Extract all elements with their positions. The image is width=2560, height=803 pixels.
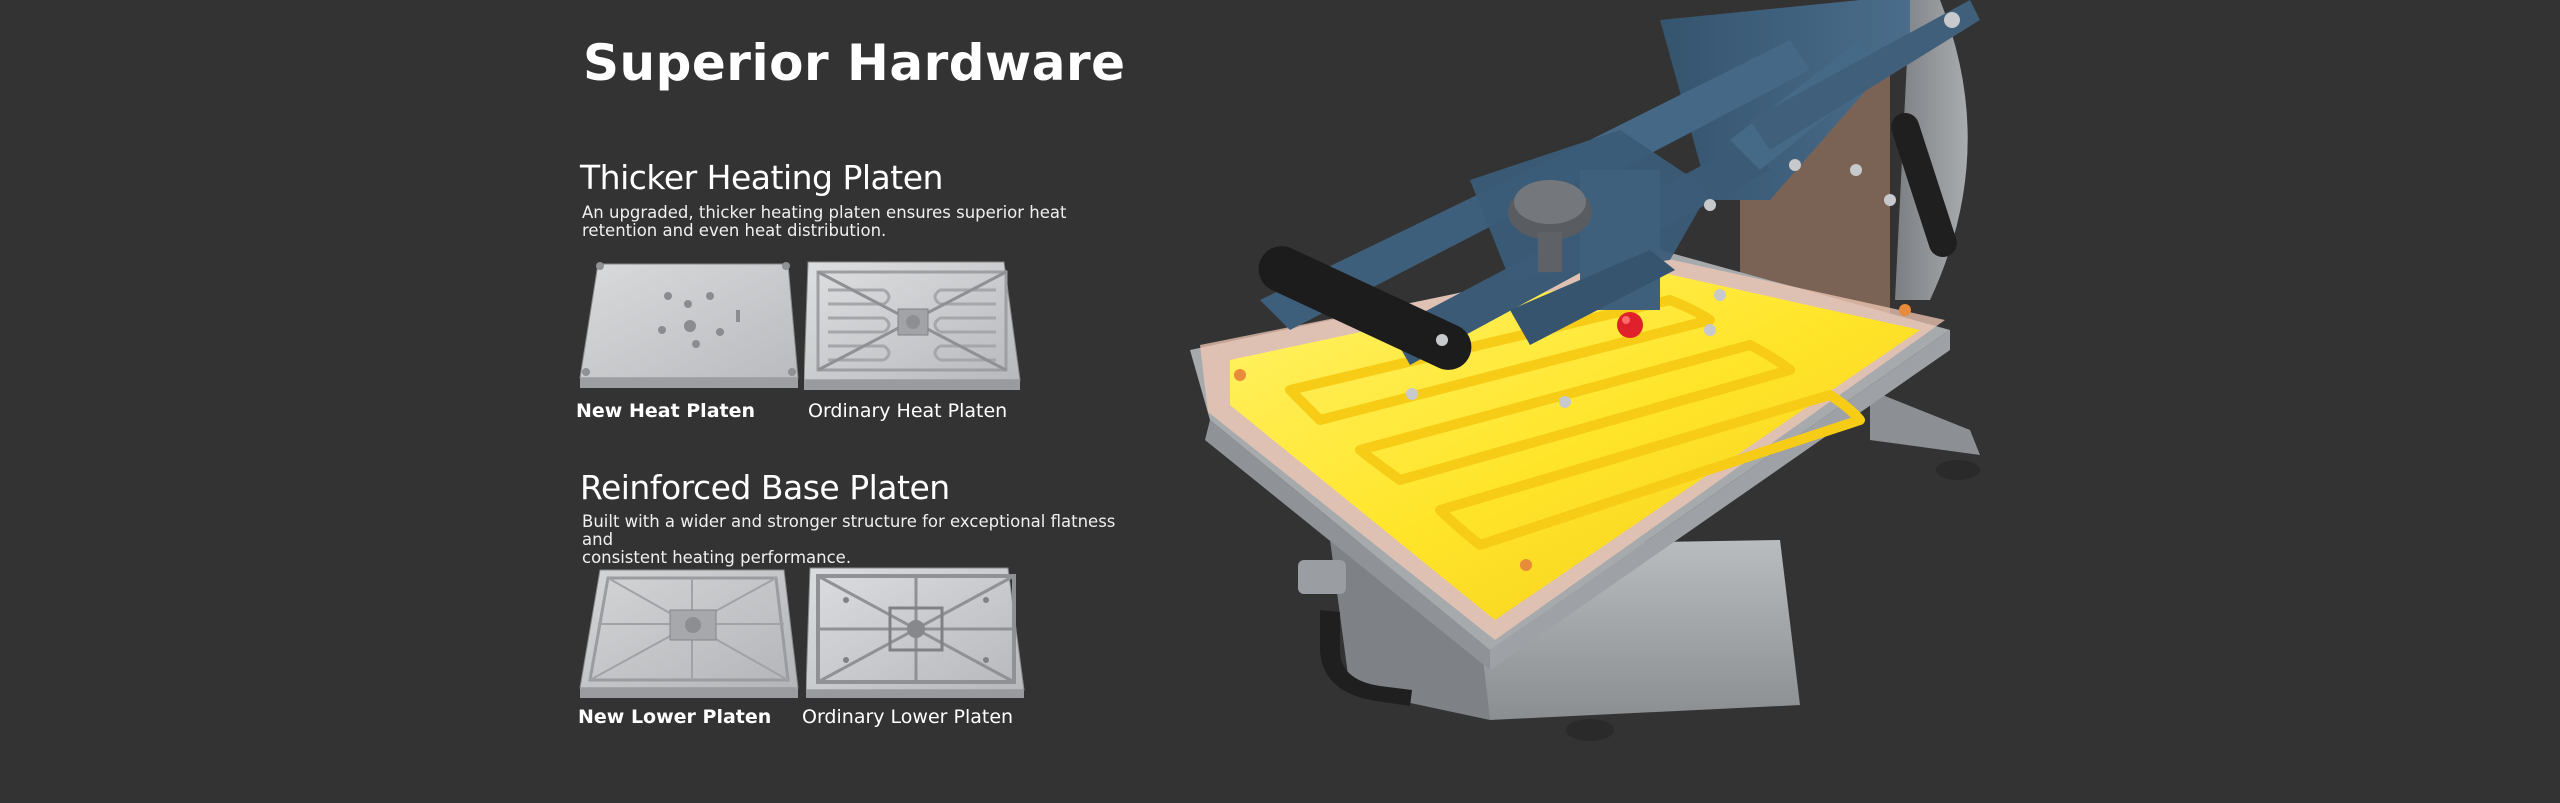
caption-new-heat-platen: New Heat Platen bbox=[576, 400, 756, 422]
section-description-base-platen: Built with a wider and stronger structur… bbox=[582, 513, 1142, 567]
description-line: consistent heating performance. bbox=[582, 548, 852, 567]
new-heat-platen-image bbox=[579, 262, 799, 388]
caption-new-lower-platen: New Lower Platen bbox=[578, 706, 772, 728]
page-title: Superior Hardware bbox=[583, 34, 1126, 92]
description-line: An upgraded, thicker heating platen ensu… bbox=[582, 203, 1067, 222]
heat-press-product-image bbox=[1190, 0, 1980, 741]
ordinary-heat-platen-image bbox=[804, 261, 1021, 390]
new-lower-platen-image bbox=[579, 569, 799, 698]
description-line: retention and even heat distribution. bbox=[582, 221, 887, 240]
caption-ordinary-heat-platen: Ordinary Heat Platen bbox=[808, 400, 1008, 422]
ordinary-lower-platen-image bbox=[806, 567, 1025, 698]
caption-ordinary-lower-platen: Ordinary Lower Platen bbox=[802, 706, 1014, 728]
description-line: Built with a wider and stronger structur… bbox=[582, 512, 1116, 549]
section-title-base-platen: Reinforced Base Platen bbox=[580, 468, 950, 507]
section-description-heating-platen: An upgraded, thicker heating platen ensu… bbox=[582, 204, 1142, 240]
section-title-heating-platen: Thicker Heating Platen bbox=[580, 158, 943, 197]
